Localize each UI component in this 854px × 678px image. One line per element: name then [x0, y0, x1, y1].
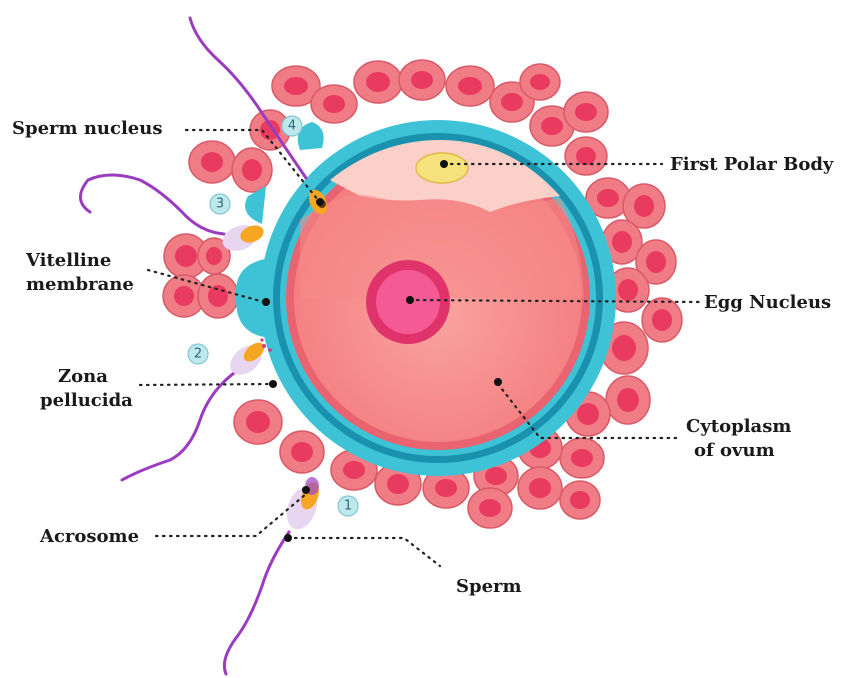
- label-sperm: Sperm: [456, 576, 522, 597]
- svg-text:1: 1: [344, 499, 352, 514]
- stage-badge-1: 1: [338, 496, 358, 516]
- label-first-polar-body: First Polar Body: [670, 154, 834, 175]
- follicle-cell: [399, 60, 445, 100]
- leader-sperm: [288, 538, 440, 566]
- follicle-cell: [232, 148, 272, 192]
- label-zona-pellucida: pellucida: [40, 390, 133, 411]
- follicle-cell: [565, 137, 607, 175]
- label-cytoplasm-of-ovum: of ovum: [694, 440, 775, 461]
- stage-badge-4: 4: [282, 116, 302, 136]
- follicle-cell: [468, 488, 512, 528]
- follicle-cell: [642, 298, 682, 342]
- follicle-cell: [560, 438, 604, 478]
- follicle-cell: [560, 481, 600, 519]
- leader-zona: [140, 384, 272, 385]
- label-acrosome: Acrosome: [39, 526, 139, 547]
- follicle-cell: [280, 431, 324, 473]
- follicle-cell: [189, 141, 235, 183]
- follicle-cell: [311, 85, 357, 123]
- follicle-cell: [606, 376, 650, 424]
- label-vitelline: Vitelline: [25, 250, 111, 271]
- sperm-stage-1: [224, 477, 322, 674]
- leader-acrosome: [156, 494, 306, 536]
- follicle-cell: [234, 400, 282, 444]
- stage-badge-3: 3: [210, 194, 230, 214]
- label-cytoplasm: Cytoplasm: [686, 416, 791, 437]
- stage-badge-2: 2: [188, 344, 208, 364]
- svg-text:4: 4: [288, 119, 296, 134]
- label-vitelline-membrane: membrane: [26, 274, 134, 295]
- follicle-cell: [564, 92, 608, 132]
- svg-text:3: 3: [216, 197, 224, 212]
- first-polar-body: [416, 153, 468, 183]
- follicle-cell: [446, 66, 494, 106]
- label-sperm-nucleus: Sperm nucleus: [12, 118, 162, 139]
- follicle-cell: [198, 274, 238, 318]
- follicle-cell: [518, 467, 562, 509]
- svg-text:2: 2: [194, 347, 202, 362]
- label-zona: Zona: [58, 366, 108, 387]
- follicle-cell: [520, 64, 560, 100]
- follicle-cell: [354, 61, 402, 103]
- label-egg-nucleus: Egg Nucleus: [704, 292, 831, 313]
